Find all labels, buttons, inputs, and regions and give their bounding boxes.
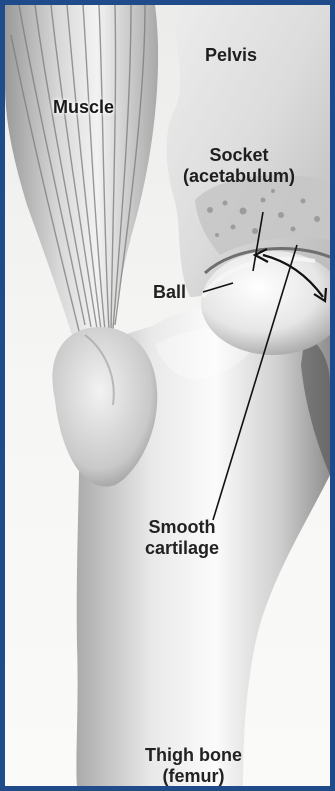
label-socket-line1: Socket (183, 145, 295, 166)
label-muscle: Muscle (53, 97, 114, 118)
label-femur-line2: (femur) (145, 766, 242, 787)
label-pelvis: Pelvis (205, 45, 257, 66)
label-cartilage: Smooth cartilage (145, 517, 219, 559)
label-socket: Socket (acetabulum) (183, 145, 295, 187)
label-cartilage-line1: Smooth (145, 517, 219, 538)
label-ball: Ball (153, 282, 186, 303)
hip-joint-illustration (5, 5, 330, 786)
label-femur: Thigh bone (femur) (145, 745, 242, 787)
label-femur-line1: Thigh bone (145, 745, 242, 766)
label-cartilage-line2: cartilage (145, 538, 219, 559)
label-socket-line2: (acetabulum) (183, 166, 295, 187)
